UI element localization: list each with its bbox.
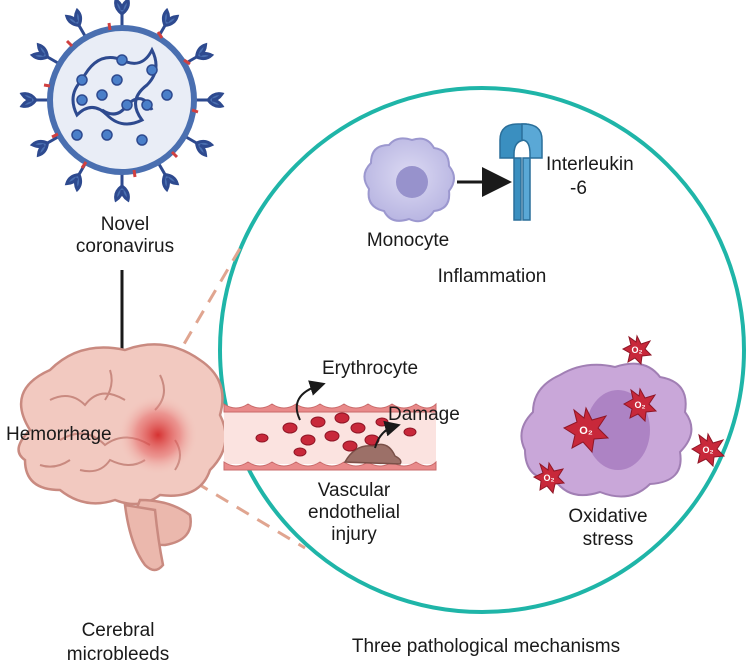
oxidative-label-line2: stress xyxy=(583,529,634,550)
inflammation-label: Inflammation xyxy=(438,266,547,287)
damage-pointer-arrow xyxy=(374,420,401,449)
o2-radical-4: O₂ xyxy=(691,432,726,468)
vascular-label-line3: injury xyxy=(331,524,377,545)
interleukin-receptor-icon xyxy=(499,123,543,221)
o2-text-3: O₂ xyxy=(635,400,646,410)
cerebral-label-line2: microbleeds xyxy=(67,644,169,665)
o2-radical-5: O₂ xyxy=(532,461,566,495)
o2-text-5: O₂ xyxy=(544,473,555,483)
oxidative-label-line1: Oxidative xyxy=(568,506,647,527)
interleukin-label-line1: Interleukin xyxy=(546,154,634,175)
o2-text-2: O₂ xyxy=(579,425,593,437)
o2-radical-3: O₂ xyxy=(623,387,658,423)
cerebral-label-line1: Cerebral xyxy=(82,620,155,641)
brain-icon xyxy=(17,343,227,572)
monocyte-icon xyxy=(363,137,455,223)
monocyte-label: Monocyte xyxy=(367,230,449,251)
coronavirus-icon xyxy=(19,0,225,203)
virus-label-line2: coronavirus xyxy=(76,236,174,257)
vascular-label-line1: Vascular xyxy=(318,480,391,501)
interleukin-label-line2: -6 xyxy=(570,178,587,199)
o2-radical-1: O₂ xyxy=(621,334,653,366)
damage-label: Damage xyxy=(388,404,460,425)
o2-text-1: O₂ xyxy=(632,345,643,355)
erythrocyte-label: Erythrocyte xyxy=(322,358,418,379)
mechanisms-caption: Three pathological mechanisms xyxy=(352,636,620,657)
o2-radical-2: O₂ xyxy=(562,406,610,454)
mechanisms-circle xyxy=(218,86,746,614)
virus-label-line1: Novel xyxy=(101,214,150,235)
hemorrhage-spot xyxy=(118,395,198,475)
vascular-label-line2: endothelial xyxy=(308,502,400,523)
hemorrhage-label: Hemorrhage xyxy=(6,424,112,445)
erythrocyte-pointer-arrow xyxy=(295,380,326,421)
o2-text-4: O₂ xyxy=(703,445,714,455)
